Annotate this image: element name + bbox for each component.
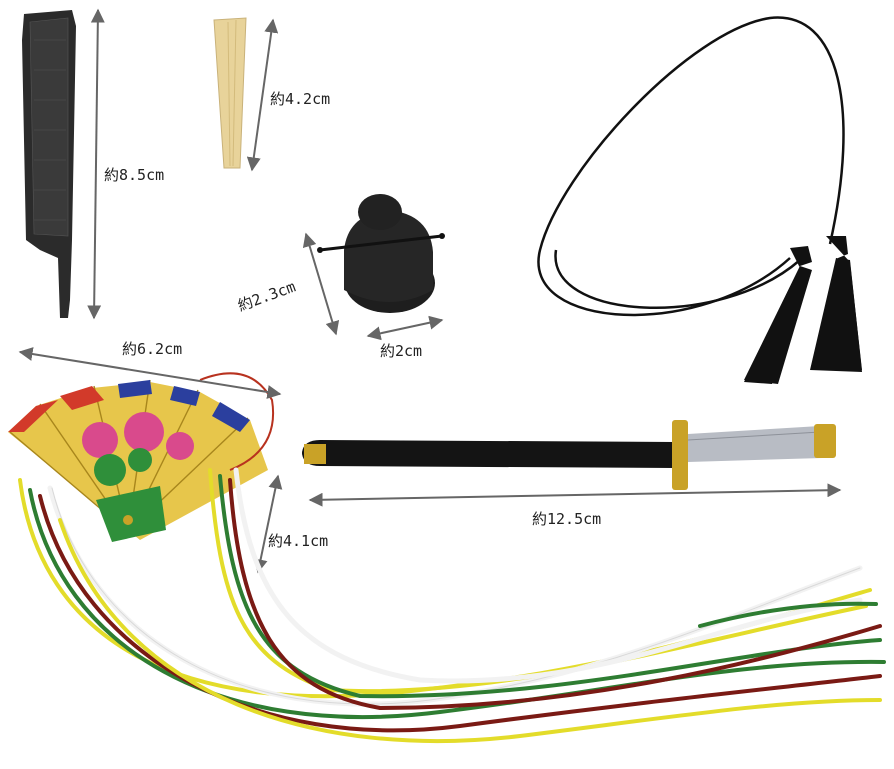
fan-width-arrow (18, 347, 282, 399)
fan-width-label: 約6.2cm (122, 340, 183, 358)
colored-cords-item (18, 467, 886, 743)
sword-item (302, 420, 836, 490)
comb-dimension-arrow (87, 8, 105, 320)
slat-dimension-arrow (246, 18, 279, 172)
sword-size-label: 約12.5cm (532, 510, 602, 528)
hat-item (317, 194, 445, 313)
hat-width-label: 約2cm (380, 342, 423, 360)
wooden-slat-item (213, 17, 247, 169)
tassels (744, 236, 862, 384)
comb-size-label: 約8.5cm (104, 166, 165, 184)
slat-size-label: 約4.2cm (270, 90, 331, 108)
tassel-cord-item (537, 16, 845, 317)
fan-height-arrow (253, 474, 283, 574)
folding-fan-item (8, 372, 275, 542)
fan-height-label: 約4.1cm (268, 532, 329, 550)
sword-dimension-arrow (308, 483, 842, 507)
hat-height-arrow (302, 232, 340, 336)
comb-item (22, 10, 76, 318)
hat-width-arrow (366, 315, 444, 341)
